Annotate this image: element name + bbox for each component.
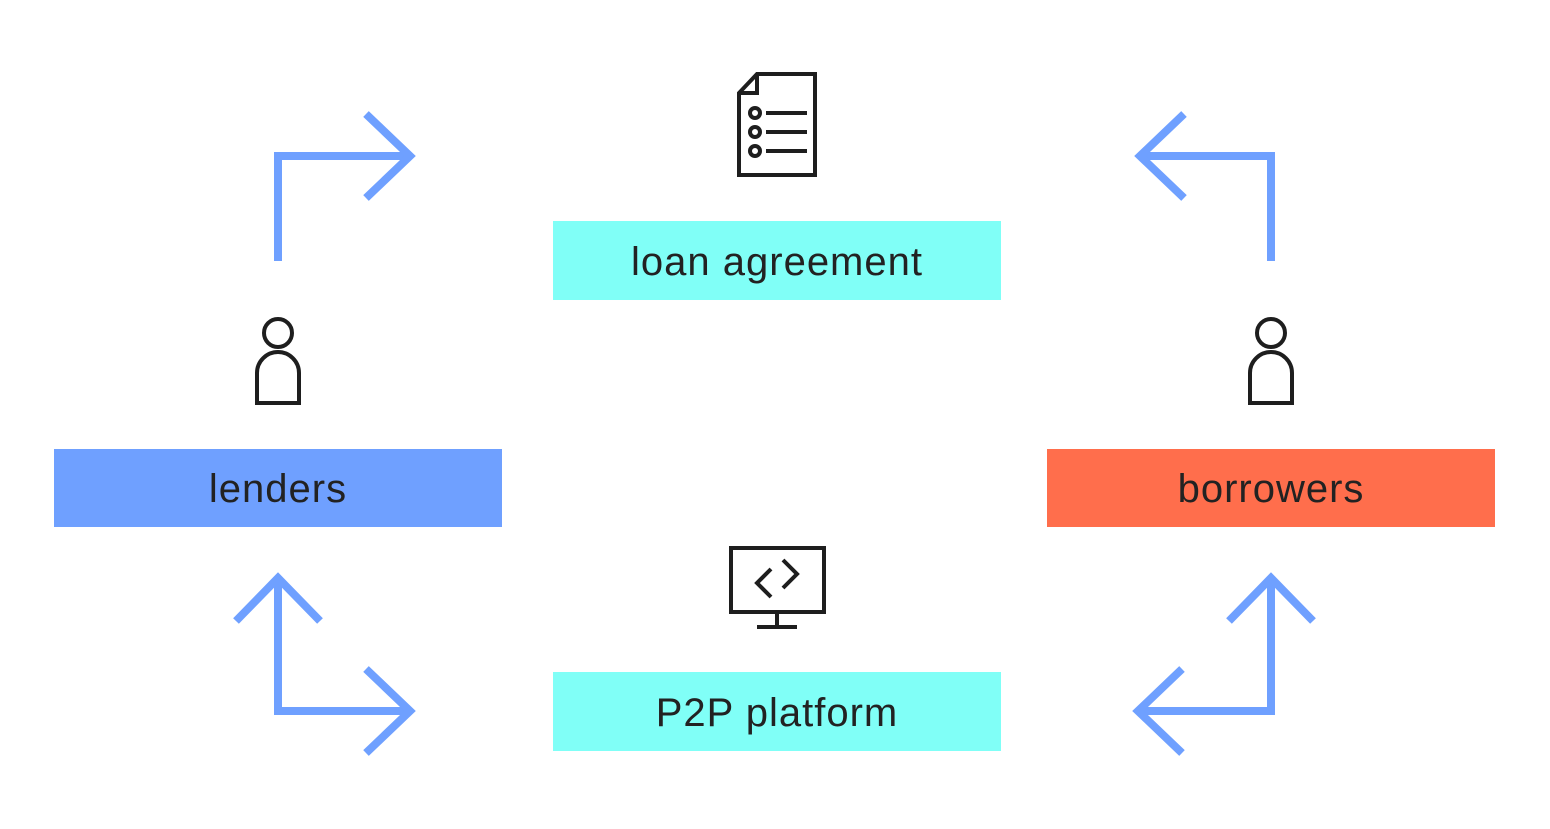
p2p-platform-box <box>553 672 1001 751</box>
arrow-lenders-to-loan-agreement <box>274 111 416 261</box>
lenders-node: lenders <box>54 449 502 527</box>
loan-agreement-node: loan agreement <box>553 221 1001 300</box>
arrow-lenders-p2p-platform <box>233 572 416 756</box>
arrow-borrowers-to-loan-agreement <box>1134 111 1275 261</box>
arrow-borrowers-p2p-platform <box>1132 572 1316 756</box>
borrowers-box <box>1047 449 1495 527</box>
p2p-platform-label: P2P platform <box>656 691 899 735</box>
lenders-label: lenders <box>209 467 347 511</box>
monitor-code-icon <box>729 546 826 629</box>
loan-agreement-label: loan agreement <box>631 240 923 284</box>
borrowers-label: borrowers <box>1178 467 1365 511</box>
borrower-person-icon <box>1248 317 1294 405</box>
p2p-platform-node: P2P platform <box>553 672 1001 751</box>
borrowers-node: borrowers <box>1047 449 1495 527</box>
lender-person-icon <box>255 317 301 405</box>
lenders-box <box>54 449 502 527</box>
document-list-icon <box>737 72 817 177</box>
loan-agreement-box <box>553 221 1001 300</box>
